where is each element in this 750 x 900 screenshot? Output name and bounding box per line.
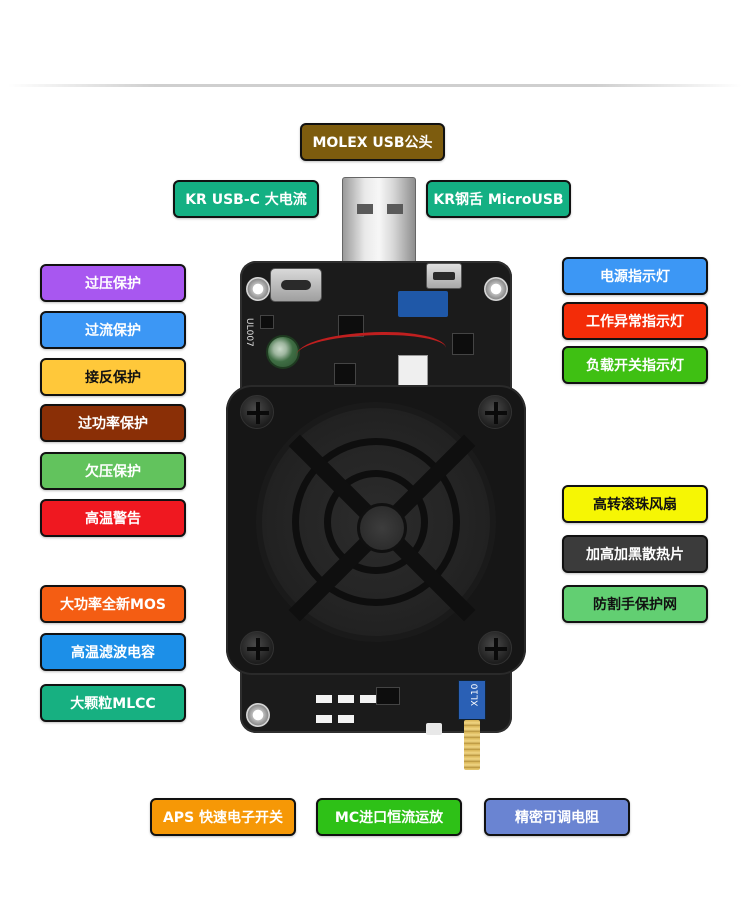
label-left-6: 大功率全新MOS [40,585,186,623]
fan-power-wire [296,332,446,372]
board-model-text: UL007 [244,318,254,347]
smd-chip [260,315,274,329]
label-left-8: 大颗粒MLCC [40,684,186,722]
mounting-hole [246,277,270,301]
label-left-7: 高温滤波电容 [40,633,186,671]
label-left-3: 过功率保护 [40,404,186,442]
mounting-hole [246,703,270,727]
usb-plug-hole [387,204,403,214]
tact-switch [426,723,442,735]
fan-screw [240,395,274,429]
potentiometer-shaft [464,720,480,770]
smd-resistor [316,715,332,723]
cooling-fan [226,385,526,675]
label-right-3: 高转滚珠风扇 [562,485,708,523]
label-left-4: 欠压保护 [40,452,186,490]
fan-screw [478,395,512,429]
label-right-2: 负载开关指示灯 [562,346,708,384]
label-bottom-2: 精密可调电阻 [484,798,630,836]
precision-potentiometer [458,680,486,720]
top-divider [8,84,742,87]
blue-module [398,291,448,317]
label-bottom-1: MC进口恒流运放 [316,798,462,836]
fan-hub [357,503,407,553]
smd-resistor [338,695,354,703]
fan-connector [398,355,428,389]
label-kr-micro-usb: KR钢舌 MicroUSB [426,180,571,218]
fan-guard-ring [292,438,460,606]
label-left-1: 过流保护 [40,311,186,349]
fan-guard [256,402,496,642]
smd-resistor [360,695,376,703]
usb-plug-hole [357,204,373,214]
potentiometer-text: XL10 [470,683,481,707]
micro-usb-port [426,263,462,289]
smd-resistor [316,695,332,703]
label-right-1: 工作异常指示灯 [562,302,708,340]
label-left-0: 过压保护 [40,264,186,302]
fan-screw [240,631,274,665]
fan-guard-ring [324,470,428,574]
smd-chip [376,687,400,705]
filter-capacitor [266,335,300,369]
fan-screw [478,631,512,665]
label-left-5: 高温警告 [40,499,186,537]
label-molex-usb: MOLEX USB公头 [300,123,445,161]
label-left-2: 接反保护 [40,358,186,396]
smd-chip [452,333,474,355]
mounting-hole [484,277,508,301]
label-bottom-0: APS 快速电子开关 [150,798,296,836]
label-right-4: 加高加黑散热片 [562,535,708,573]
usb-c-port [270,268,322,302]
label-right-0: 电源指示灯 [562,257,708,295]
usb-load-tester-device [226,175,526,775]
label-right-5: 防割手保护网 [562,585,708,623]
smd-resistor [338,715,354,723]
label-kr-usb-c: KR USB-C 大电流 [173,180,319,218]
